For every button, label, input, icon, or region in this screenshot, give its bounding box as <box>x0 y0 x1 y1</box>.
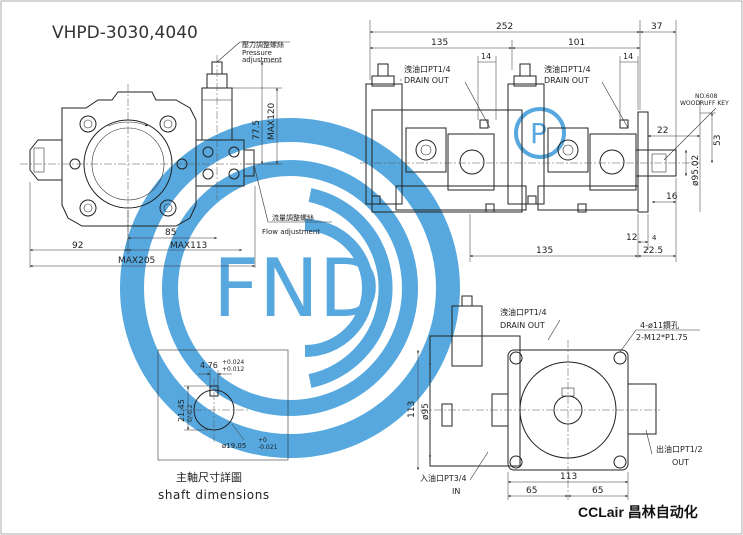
drawing-title: VHPD-3030,4040 <box>52 23 198 43</box>
dim-22-5: 22.5 <box>643 246 663 256</box>
inlet-label-2: IN <box>452 487 460 496</box>
fnd-watermark: FND P <box>120 107 566 458</box>
shaft-diameter: ø19.05 <box>222 442 246 450</box>
side-drain-label-2: DRAIN OUT <box>404 76 449 85</box>
dim-max120: MAX120 <box>267 102 277 140</box>
dim-4: 4 <box>652 234 657 242</box>
brand-label: CCLair 昌林自动化 <box>578 504 698 520</box>
shaft-key-tol-up: +0.024 <box>222 359 244 366</box>
dim-65-b: 65 <box>592 486 603 496</box>
flow-adjust-label-cn: 流量調整螺絲 <box>272 213 314 222</box>
shaft-dia-tol-low: -0.021 <box>258 444 278 451</box>
bottom-drain-label-1: 洩油口PT1/4 <box>500 307 547 317</box>
woodruff-key-label-1: NO.608 <box>695 93 718 100</box>
side-drain-label-3: 洩油口PT1/4 <box>544 64 591 74</box>
front-view <box>20 41 332 268</box>
dim-65-a: 65 <box>526 486 537 496</box>
shaft-caption-en: shaft dimensions <box>158 488 270 502</box>
side-drain-label-4: DRAIN OUT <box>544 76 589 85</box>
dim-135-top: 135 <box>431 38 448 48</box>
watermark-badge-letter: P <box>530 117 547 150</box>
dim-135-bottom: 135 <box>536 246 553 256</box>
flow-adjust-label-en: Flow adjustment <box>262 228 320 236</box>
woodruff-key-label-2: WOODRUFF KEY <box>680 100 729 107</box>
shaft-key-tol-low: +0.012 <box>222 366 244 373</box>
shaft-detail <box>157 349 289 461</box>
pressure-adjust-label-en-2: adjustment <box>242 56 282 64</box>
dim-dia-95-02: ø95.02 <box>691 155 701 186</box>
dim-14-b: 14 <box>623 52 633 61</box>
shaft-dia-tol-up: +0 <box>258 437 267 444</box>
bottom-view <box>416 295 700 500</box>
dim-53: 53 <box>713 135 723 146</box>
dim-113-horizontal: 113 <box>560 472 577 482</box>
inlet-label-1: 入油口PT3/4 <box>420 473 467 483</box>
dim-252: 252 <box>496 22 513 32</box>
dim-max113: MAX113 <box>170 241 207 251</box>
shaft-key-height-tol: 0/-0.2 <box>187 404 194 422</box>
outlet-label-1: 出油口PT1/2 <box>656 444 703 454</box>
dim-85: 85 <box>165 228 176 238</box>
dim-101: 101 <box>568 38 585 48</box>
mount-holes-label: 4-ø11鑽孔 <box>640 320 679 330</box>
dim-max205: MAX205 <box>118 256 155 266</box>
dim-37: 37 <box>651 22 662 32</box>
thread-label: 2-M12*P1.75 <box>636 333 688 342</box>
bottom-drain-label-2: DRAIN OUT <box>500 321 545 330</box>
pressure-adjust-label-en-1: Pressure <box>242 49 272 57</box>
dim-92: 92 <box>72 241 83 251</box>
dim-113-vertical: 113 <box>407 401 417 418</box>
shaft-caption-cn: 主軸尺寸詳圖 <box>176 470 242 484</box>
pressure-adjust-label-cn: 壓力調整螺絲 <box>242 40 284 49</box>
dim-12: 12 <box>626 233 637 243</box>
dim-16: 16 <box>666 192 678 202</box>
dim-77-5: 77.5 <box>252 120 262 140</box>
dim-dia-95: ø95 <box>421 403 431 420</box>
shaft-key-width: 4.76 <box>200 361 218 370</box>
outlet-label-2: OUT <box>672 458 689 467</box>
shaft-key-height: 21.45 <box>177 399 186 422</box>
side-view <box>360 20 717 262</box>
watermark-badge <box>514 107 566 159</box>
dim-22: 22 <box>657 126 668 136</box>
watermark-text: FND <box>213 242 380 335</box>
side-drain-label-1: 洩油口PT1/4 <box>404 64 451 74</box>
dim-14-a: 14 <box>481 52 491 61</box>
